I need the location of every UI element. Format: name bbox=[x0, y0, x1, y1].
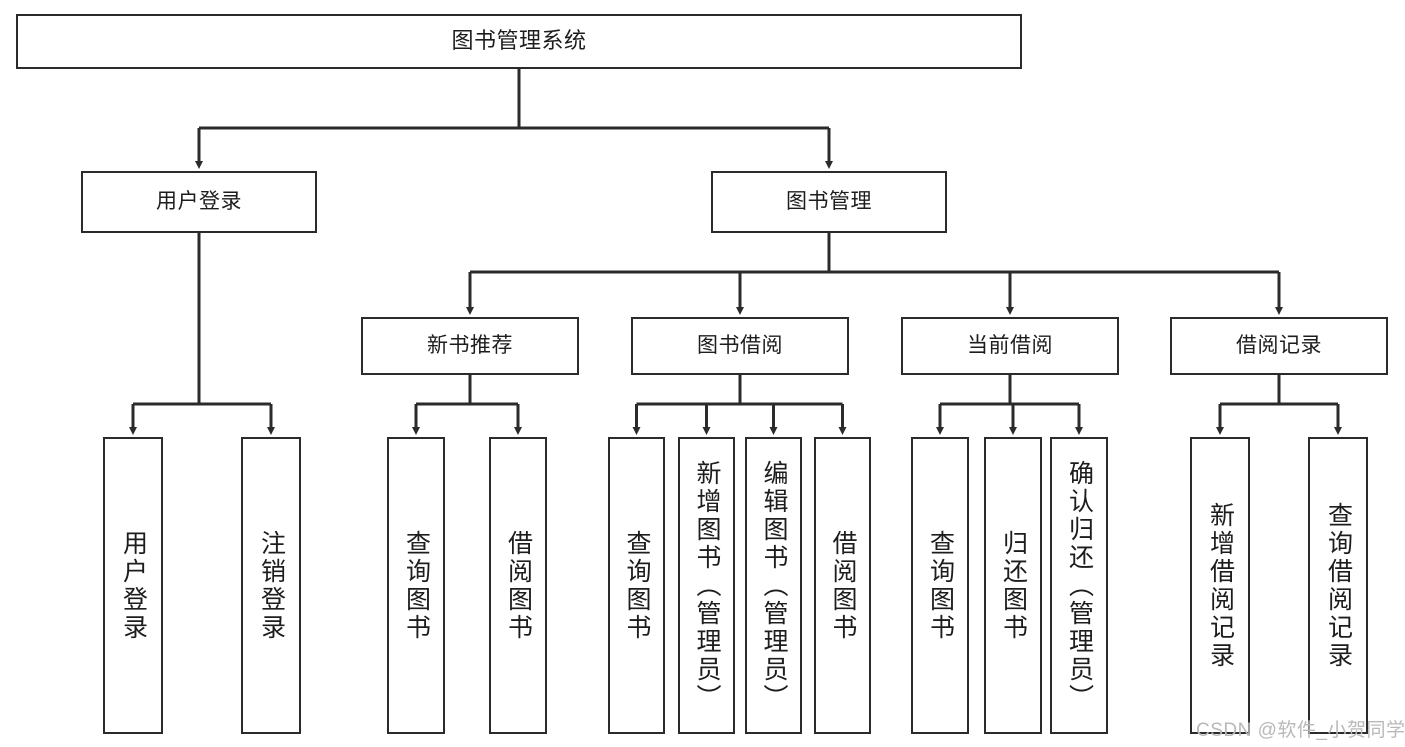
node-leaf-注销登录-1-label: 注销登录 bbox=[257, 529, 286, 642]
node-leaf-查询图书-4-label: 查询图书 bbox=[623, 529, 651, 642]
node-leaf-查询图书-8-label: 查询图书 bbox=[926, 529, 955, 642]
node-leaf-归还图书-9-label: 归还图书 bbox=[999, 529, 1028, 642]
node-leaf-注销登录-1[interactable]: 注销登录 bbox=[241, 437, 301, 734]
node-level1-用户登录[interactable]: 用户登录 bbox=[81, 171, 317, 233]
node-leaf-查询借阅记录-12[interactable]: 查询借阅记录 bbox=[1308, 437, 1368, 734]
node-level2-当前借阅-label: 当前借阅 bbox=[967, 334, 1053, 358]
node-leaf-用户登录-0-label: 用户登录 bbox=[119, 529, 148, 642]
node-level2-借阅记录[interactable]: 借阅记录 bbox=[1170, 317, 1388, 375]
node-leaf-归还图书-9[interactable]: 归还图书 bbox=[984, 437, 1042, 734]
node-root-图书管理系统[interactable]: 图书管理系统 bbox=[16, 14, 1022, 69]
node-leaf-新增图书管理员-5[interactable]: 新增图书（管理员） bbox=[678, 437, 735, 734]
node-level2-图书借阅[interactable]: 图书借阅 bbox=[631, 317, 849, 375]
node-leaf-编辑图书管理员-6[interactable]: 编辑图书（管理员） bbox=[745, 437, 802, 734]
watermark-text: CSDN @软件_小贺同学 bbox=[1196, 720, 1405, 741]
node-leaf-编辑图书管理员-6-label: 编辑图书（管理员） bbox=[760, 459, 788, 712]
node-leaf-新增图书管理员-5-label: 新增图书（管理员） bbox=[693, 459, 721, 712]
node-root-图书管理系统-label: 图书管理系统 bbox=[451, 28, 587, 54]
node-leaf-确认归还管理员-10-label: 确认归还（管理员） bbox=[1065, 459, 1094, 712]
node-leaf-新增借阅记录-11-label: 新增借阅记录 bbox=[1206, 501, 1235, 670]
node-level2-当前借阅[interactable]: 当前借阅 bbox=[901, 317, 1119, 375]
node-leaf-查询图书-2[interactable]: 查询图书 bbox=[387, 437, 445, 734]
node-leaf-新增借阅记录-11[interactable]: 新增借阅记录 bbox=[1190, 437, 1250, 734]
node-leaf-查询借阅记录-12-label: 查询借阅记录 bbox=[1324, 501, 1353, 670]
node-leaf-查询图书-8[interactable]: 查询图书 bbox=[911, 437, 969, 734]
node-level2-新书推荐[interactable]: 新书推荐 bbox=[361, 317, 579, 375]
node-leaf-用户登录-0[interactable]: 用户登录 bbox=[103, 437, 163, 734]
node-leaf-查询图书-4[interactable]: 查询图书 bbox=[608, 437, 665, 734]
node-level1-用户登录-label: 用户登录 bbox=[156, 190, 242, 214]
node-leaf-借阅图书-7-label: 借阅图书 bbox=[829, 529, 857, 642]
node-leaf-确认归还管理员-10[interactable]: 确认归还（管理员） bbox=[1050, 437, 1108, 734]
node-level2-借阅记录-label: 借阅记录 bbox=[1236, 334, 1322, 358]
node-level1-图书管理-label: 图书管理 bbox=[786, 190, 872, 214]
node-leaf-查询图书-2-label: 查询图书 bbox=[402, 529, 431, 642]
node-leaf-借阅图书-3[interactable]: 借阅图书 bbox=[489, 437, 547, 734]
node-level2-图书借阅-label: 图书借阅 bbox=[697, 334, 783, 358]
node-leaf-借阅图书-3-label: 借阅图书 bbox=[504, 529, 533, 642]
node-level1-图书管理[interactable]: 图书管理 bbox=[711, 171, 947, 233]
node-leaf-借阅图书-7[interactable]: 借阅图书 bbox=[814, 437, 871, 734]
node-level2-新书推荐-label: 新书推荐 bbox=[427, 334, 513, 358]
